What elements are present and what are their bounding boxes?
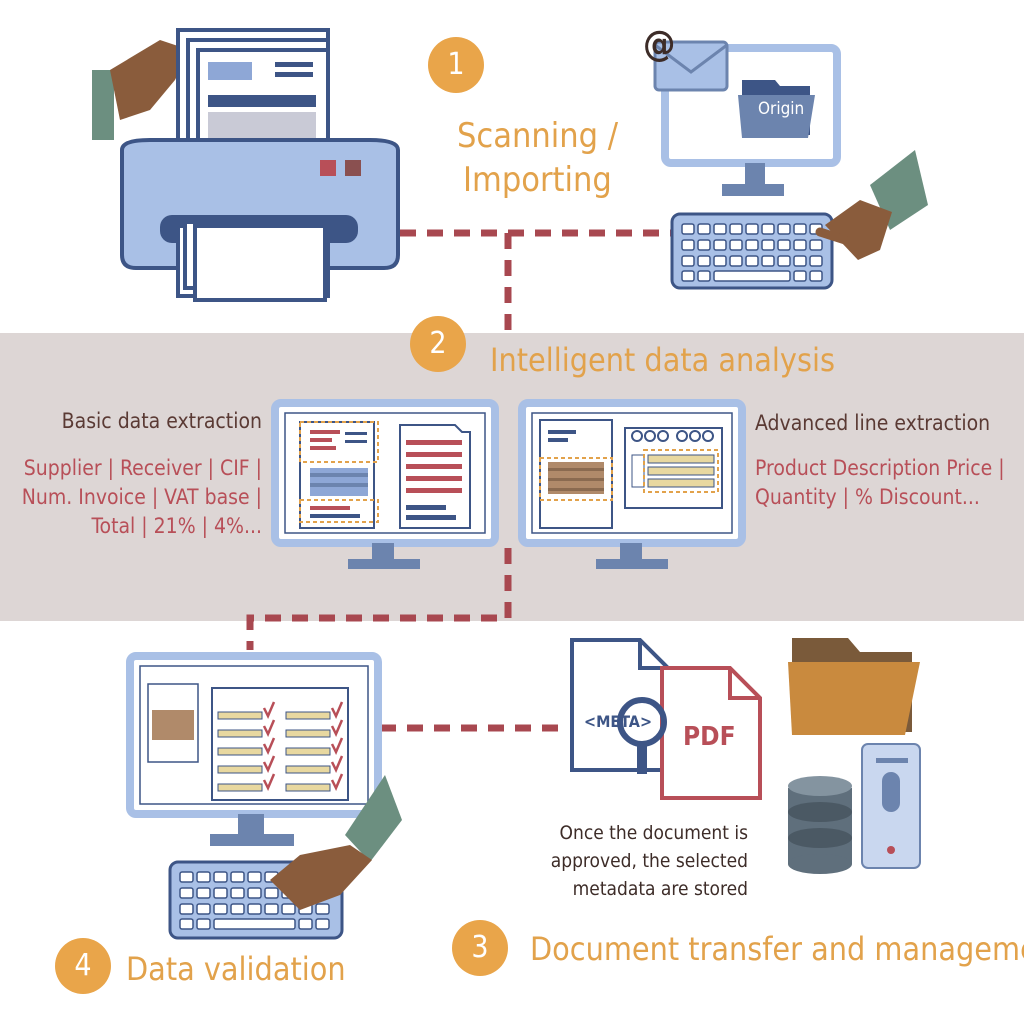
basic-extraction-line1: Supplier | Receiver | CIF | <box>23 456 262 480</box>
printer-icon <box>92 28 400 302</box>
step-3-badge: 3 <box>452 920 508 976</box>
step-2-badge: 2 <box>410 316 466 372</box>
folder-icon <box>788 638 920 735</box>
advanced-extraction-line1: Product Description Price | <box>755 456 1005 480</box>
step-2-title: Intelligent data analysis <box>490 341 835 379</box>
step-4-title: Data validation <box>126 950 346 988</box>
analysis-band <box>0 333 1024 621</box>
dashed-connectors <box>246 229 672 732</box>
magnifier-icon <box>617 697 667 774</box>
basic-extraction-line3: Total | 21% | 4%... <box>91 514 262 538</box>
keyboard-icon <box>670 212 834 290</box>
meta-tag-label: <META> <box>584 712 653 731</box>
server-icon <box>861 743 921 869</box>
step-4-badge: 4 <box>55 938 111 994</box>
storage-note-line3: metadata are stored <box>572 878 748 900</box>
pdf-label: PDF <box>683 722 736 752</box>
origin-folder-label: Origin <box>758 99 805 119</box>
monitor-basic-icon <box>271 399 499 569</box>
step-1-badge: 1 <box>428 37 484 93</box>
step-1-title-line2: Importing <box>463 160 612 200</box>
validation-hand-icon <box>270 775 402 910</box>
basic-extraction-line2: Num. Invoice | VAT base | <box>21 485 262 509</box>
database-icon <box>788 776 852 874</box>
basic-extraction-heading: Basic data extraction <box>61 409 262 433</box>
validation-monitor-icon <box>126 652 382 846</box>
email-at-label: @ <box>643 24 676 65</box>
step-3-title: Document transfer and management <box>530 930 1024 968</box>
advanced-extraction-heading: Advanced line extraction <box>755 411 991 435</box>
advanced-extraction-line2: Quantity | % Discount... <box>755 485 980 509</box>
hand-icon <box>815 150 928 260</box>
storage-note-line2: approved, the selected <box>550 850 748 872</box>
step-1-title-line1: Scanning / <box>457 116 619 156</box>
email-icon <box>653 40 729 92</box>
pdf-document-icon <box>660 666 762 800</box>
storage-note-line1: Once the document is <box>559 822 748 844</box>
monitor-advanced-icon <box>518 399 746 569</box>
